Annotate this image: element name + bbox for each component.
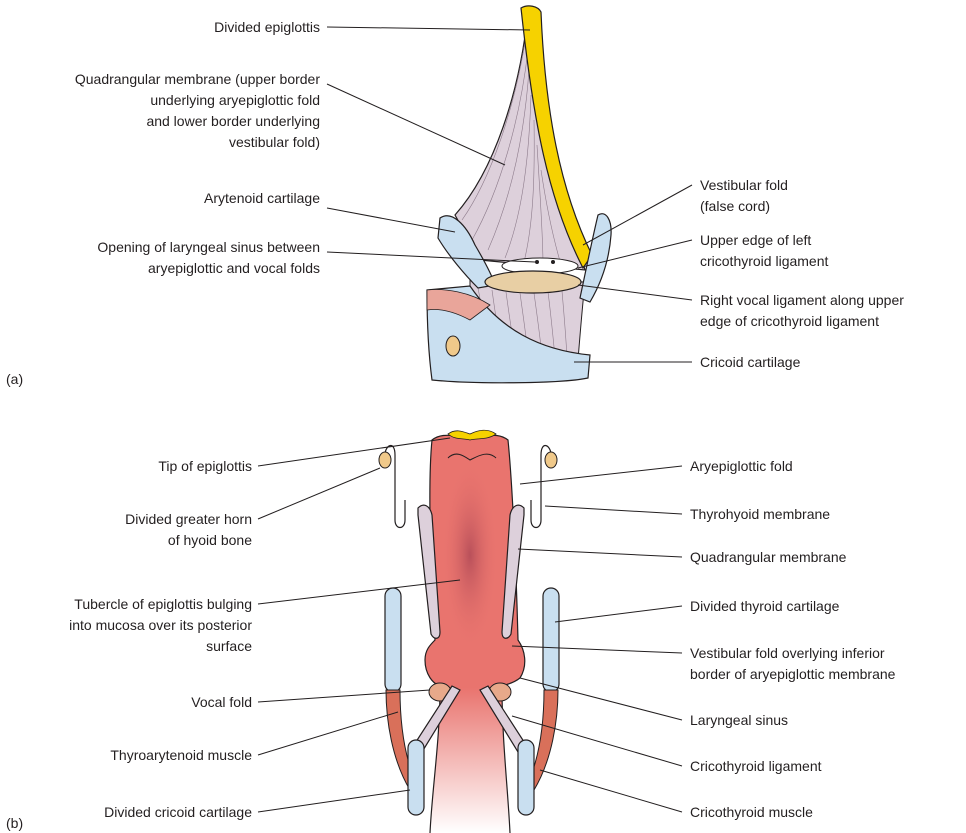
label-vocal-ligament-1: Right vocal ligament along upper [700, 292, 904, 308]
label-sinus-2: aryepiglottic and vocal folds [148, 260, 320, 276]
label-cricothyroid-ligament: Cricothyroid ligament [690, 758, 822, 774]
panel-b-letter: (b) [6, 815, 23, 831]
label-quad-membrane-3: and lower border underlying [146, 113, 320, 129]
label-divided-cricoid: Divided cricoid cartilage [104, 804, 252, 820]
label-vestibular-fold-2: (false cord) [700, 198, 770, 214]
label-aryepiglottic-fold: Aryepiglottic fold [690, 458, 793, 474]
panel-b-illustration [379, 430, 559, 833]
label-cricothyroid-muscle: Cricothyroid muscle [690, 804, 813, 820]
label-upper-edge-2: cricothyroid ligament [700, 253, 828, 269]
panel-a-illustration [427, 6, 611, 383]
label-vocal-ligament-2: edge of cricothyroid ligament [700, 313, 879, 329]
label-thyrohyoid-membrane: Thyrohyoid membrane [690, 506, 830, 522]
panel-a-letter: (a) [6, 371, 23, 387]
vocal-ligament-shape [485, 271, 581, 293]
hyoid-horn-left [379, 452, 391, 468]
cricoid-cartilage-left [408, 740, 424, 815]
label-hyoid-horn-2: of hyoid bone [168, 532, 252, 548]
hyoid-horn-right [545, 452, 557, 468]
label-hyoid-horn-1: Divided greater horn [125, 511, 252, 527]
label-divided-thyroid: Divided thyroid cartilage [690, 598, 840, 614]
label-vestibular-overlying-2: border of aryepiglottic membrane [690, 666, 896, 682]
label-tubercle-3: surface [206, 638, 252, 654]
label-sinus-1: Opening of laryngeal sinus between [97, 239, 320, 255]
label-vestibular-overlying-1: Vestibular fold overlying inferior [690, 645, 885, 661]
label-quad-membrane-4: vestibular fold) [229, 134, 320, 150]
label-quad-membrane-2: underlying aryepiglottic fold [150, 92, 320, 108]
label-divided-epiglottis: Divided epiglottis [214, 19, 320, 35]
label-arytenoid-cartilage: Arytenoid cartilage [204, 190, 320, 206]
label-tubercle-1: Tubercle of epiglottis bulging [74, 596, 252, 612]
cricoid-facet [446, 336, 460, 356]
label-tip-of-epiglottis: Tip of epiglottis [158, 458, 252, 474]
thyroid-cartilage-right [543, 588, 559, 692]
label-upper-edge-1: Upper edge of left [700, 232, 811, 248]
label-vestibular-fold-1: Vestibular fold [700, 177, 788, 193]
label-quad-membrane-1: Quadrangular membrane (upper border [75, 71, 320, 87]
label-tubercle-2: into mucosa over its posterior [69, 617, 252, 633]
label-thyroarytenoid-muscle: Thyroarytenoid muscle [110, 747, 252, 763]
thyroid-cartilage-left [385, 588, 401, 692]
label-laryngeal-sinus: Laryngeal sinus [690, 712, 788, 728]
label-vocal-fold: Vocal fold [191, 694, 252, 710]
cricoid-cartilage-right [518, 740, 534, 815]
tubercle-shading [442, 460, 498, 650]
label-cricoid-cartilage: Cricoid cartilage [700, 354, 801, 370]
label-quadrangular-membrane: Quadrangular membrane [690, 549, 847, 565]
